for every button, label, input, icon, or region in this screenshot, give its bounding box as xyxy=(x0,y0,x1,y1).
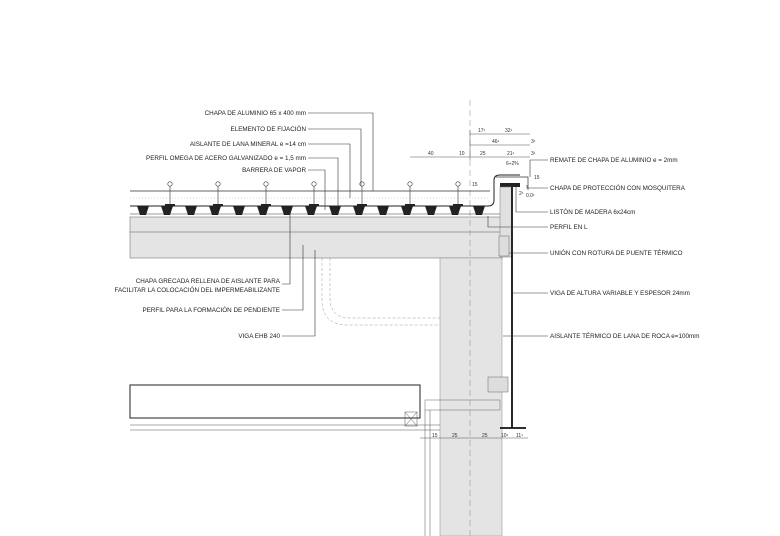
dim-40: 40 xyxy=(428,151,434,157)
label-viga-ehb: VIGA EHB 240 xyxy=(238,333,280,340)
dim-slope: 6÷2% xyxy=(506,161,519,167)
label-perfil-omega: PERFIL OMEGA DE ACERO GALVANIZADO e = 1,… xyxy=(146,155,306,162)
label-chapa-proteccion: CHAPA DE PROTECCIÓN CON MOSQUITERA xyxy=(550,183,686,192)
wood-batten xyxy=(500,183,520,187)
fixing-element-icon xyxy=(213,181,223,206)
label-union: UNIÓN CON ROTURA DE PUENTE TÉRMICO xyxy=(550,248,683,257)
corrugated-deck xyxy=(137,206,485,215)
deck-rib xyxy=(257,206,269,215)
label-perfil-pendiente: PERFIL PARA LA FORMACIÓN DE PENDIENTE xyxy=(142,305,280,314)
deck-rib xyxy=(329,206,341,215)
dim-32: 32¹ xyxy=(505,128,513,134)
label-elemento-fijacion: ELEMENTO DE FIJACIÓN xyxy=(231,124,307,133)
dim-25: 25 xyxy=(480,151,486,157)
fixing-element-icon xyxy=(309,181,319,206)
deck-rib xyxy=(185,206,197,215)
deck-rib xyxy=(449,206,461,215)
deck-rib xyxy=(425,206,437,215)
dim-3a: 3¹ xyxy=(531,139,536,145)
label-liston: LISTÓN DE MADERA 6x24cm xyxy=(550,207,635,216)
column xyxy=(439,257,503,536)
deck-rib xyxy=(305,206,317,215)
label-barrera-vapor: BARRERA DE VAPOR xyxy=(242,167,306,174)
fixing-element-icon xyxy=(357,181,367,206)
label-aislante-roca: AISLANTE TÉRMICO DE LANA DE ROCA e=100mm xyxy=(550,331,699,340)
dim-bottom-15: 15 xyxy=(432,433,438,439)
fixing-element-icon xyxy=(165,181,175,206)
deck-rib xyxy=(281,206,293,215)
dim-2: 2¹ xyxy=(519,191,524,197)
dim-bottom-25a: 25 xyxy=(452,433,458,439)
deck-rib xyxy=(353,206,365,215)
dim-10: 10 xyxy=(459,151,465,157)
deck-rib xyxy=(377,206,389,215)
beam-band xyxy=(129,216,503,259)
deck-rib xyxy=(161,206,173,215)
thermal-break-joint xyxy=(487,235,510,393)
label-aislante-lana: AISLANTE DE LANA MINERAL e =14 cm xyxy=(190,141,306,148)
dim-3b: 3¹ xyxy=(531,151,536,157)
dim-bottom-11: 11¹ xyxy=(516,433,523,439)
label-remate: REMATE DE CHAPA DE ALUMINIO e = 2mm xyxy=(550,157,678,164)
fixing-element-icon xyxy=(453,181,463,206)
label-perfil-l: PERFIL EN L xyxy=(550,224,588,231)
dim-bottom-10: 10¹ xyxy=(501,433,509,439)
label-chapa-grecada-2: FACILITAR LA COLOCACIÓN DEL IMPERMEABILI… xyxy=(114,285,280,294)
label-chapa-grecada-1: CHAPA GRECADA RELLENA DE AISLANTE PARA xyxy=(136,278,281,285)
deck-rib xyxy=(137,206,149,215)
dim-15b: 15 xyxy=(534,175,540,181)
label-viga-altura: VIGA DE ALTURA VARIABLE Y ESPESOR 24mm xyxy=(550,290,690,297)
dim-46: 46¹ xyxy=(492,139,500,145)
label-chapa-aluminio: CHAPA DE ALUMINIO 65 x 400 mm xyxy=(205,110,306,117)
dim-17: 17¹ xyxy=(478,128,486,134)
deck-rib xyxy=(233,206,245,215)
dim-bottom-25b: 25 xyxy=(482,433,488,439)
deck-rib xyxy=(209,206,221,215)
dim-15a: 15 xyxy=(472,182,478,188)
fixing-element-icon xyxy=(405,181,415,206)
dim-0: 0.0¹ xyxy=(526,193,535,199)
fixing-element-icon xyxy=(261,181,271,206)
dim-21: 21¹ xyxy=(507,151,515,157)
fixing-elements xyxy=(165,181,463,206)
window-frame xyxy=(129,384,421,419)
deck-rib xyxy=(401,206,413,215)
deck-rib xyxy=(473,206,485,215)
